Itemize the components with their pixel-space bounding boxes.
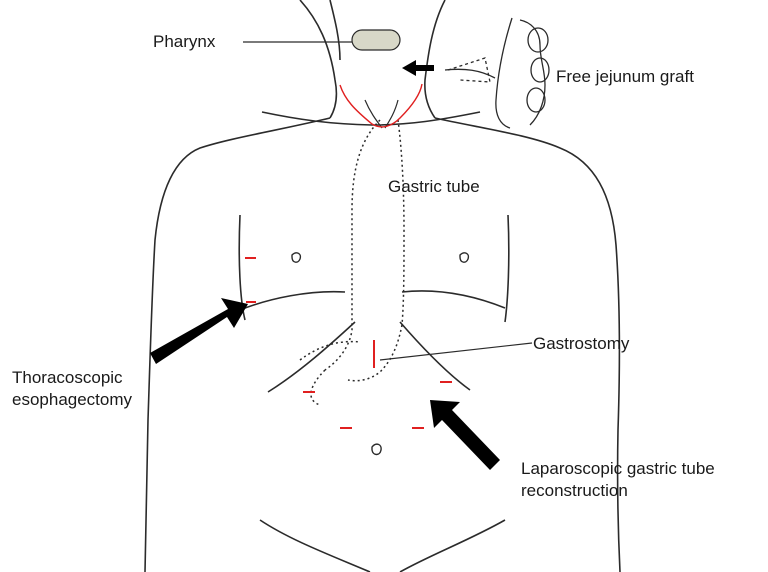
incision-marks	[245, 84, 452, 428]
laparoscopic-label-line1: Laparoscopic gastric tube	[521, 458, 715, 480]
pharynx-label: Pharynx	[153, 31, 215, 53]
arrow-jejunum	[402, 60, 434, 76]
thoracoscopic-label-line1: Thoracoscopic	[12, 367, 132, 389]
free-jejunum-graft-label: Free jejunum graft	[556, 66, 694, 88]
arrow-thoracoscopic	[150, 298, 248, 364]
thoracoscopic-label-line2: esophagectomy	[12, 389, 132, 411]
thoracoscopic-esophagectomy-label: Thoracoscopic esophagectomy	[12, 367, 132, 411]
gastrostomy-label: Gastrostomy	[533, 333, 629, 355]
jejunum-graft-illustration	[445, 18, 549, 128]
laparoscopic-label-line2: reconstruction	[521, 480, 715, 502]
esophagus-line	[365, 100, 532, 360]
arrow-laparoscopic	[430, 400, 500, 470]
gastric-tube	[300, 120, 404, 405]
gastric-tube-label: Gastric tube	[388, 176, 480, 198]
laparoscopic-reconstruction-label: Laparoscopic gastric tube reconstruction	[521, 458, 715, 502]
neck-outline	[300, 0, 445, 118]
